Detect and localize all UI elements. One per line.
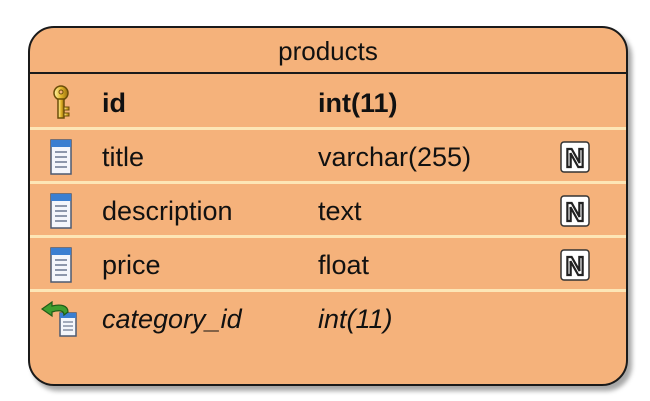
column-type: varchar(255) — [318, 142, 472, 172]
nullable-icon: N — [560, 195, 590, 227]
nullable-badge-text: N — [566, 197, 585, 227]
entity-title: products — [30, 28, 626, 74]
column-row-id[interactable]: id int(11) — [30, 76, 626, 130]
column-name: price — [102, 250, 161, 280]
column-row-description[interactable]: description text N — [30, 184, 626, 238]
column-icon — [50, 193, 72, 229]
nullable-badge-text: N — [566, 143, 585, 173]
column-name: id — [102, 88, 126, 118]
column-row-category-id[interactable]: category_id int(11) — [30, 292, 626, 346]
column-name: description — [102, 196, 233, 226]
entity-products[interactable]: products id int(11) — [28, 26, 628, 386]
column-row-price[interactable]: price float N — [30, 238, 626, 292]
nullable-badge-text: N — [566, 251, 585, 281]
column-type: float — [318, 250, 370, 280]
column-type: int(11) — [318, 304, 393, 334]
column-name: title — [102, 142, 145, 172]
column-icon — [50, 247, 72, 283]
column-type: int(11) — [318, 88, 398, 118]
column-icon — [50, 139, 72, 175]
foreign-key-icon — [40, 301, 77, 337]
nullable-icon: N — [560, 249, 590, 281]
column-name: category_id — [102, 304, 242, 334]
column-row-title[interactable]: title varchar(255) N — [30, 130, 626, 184]
key-icon — [53, 85, 70, 119]
column-type: text — [318, 196, 362, 226]
nullable-icon: N — [560, 141, 590, 173]
